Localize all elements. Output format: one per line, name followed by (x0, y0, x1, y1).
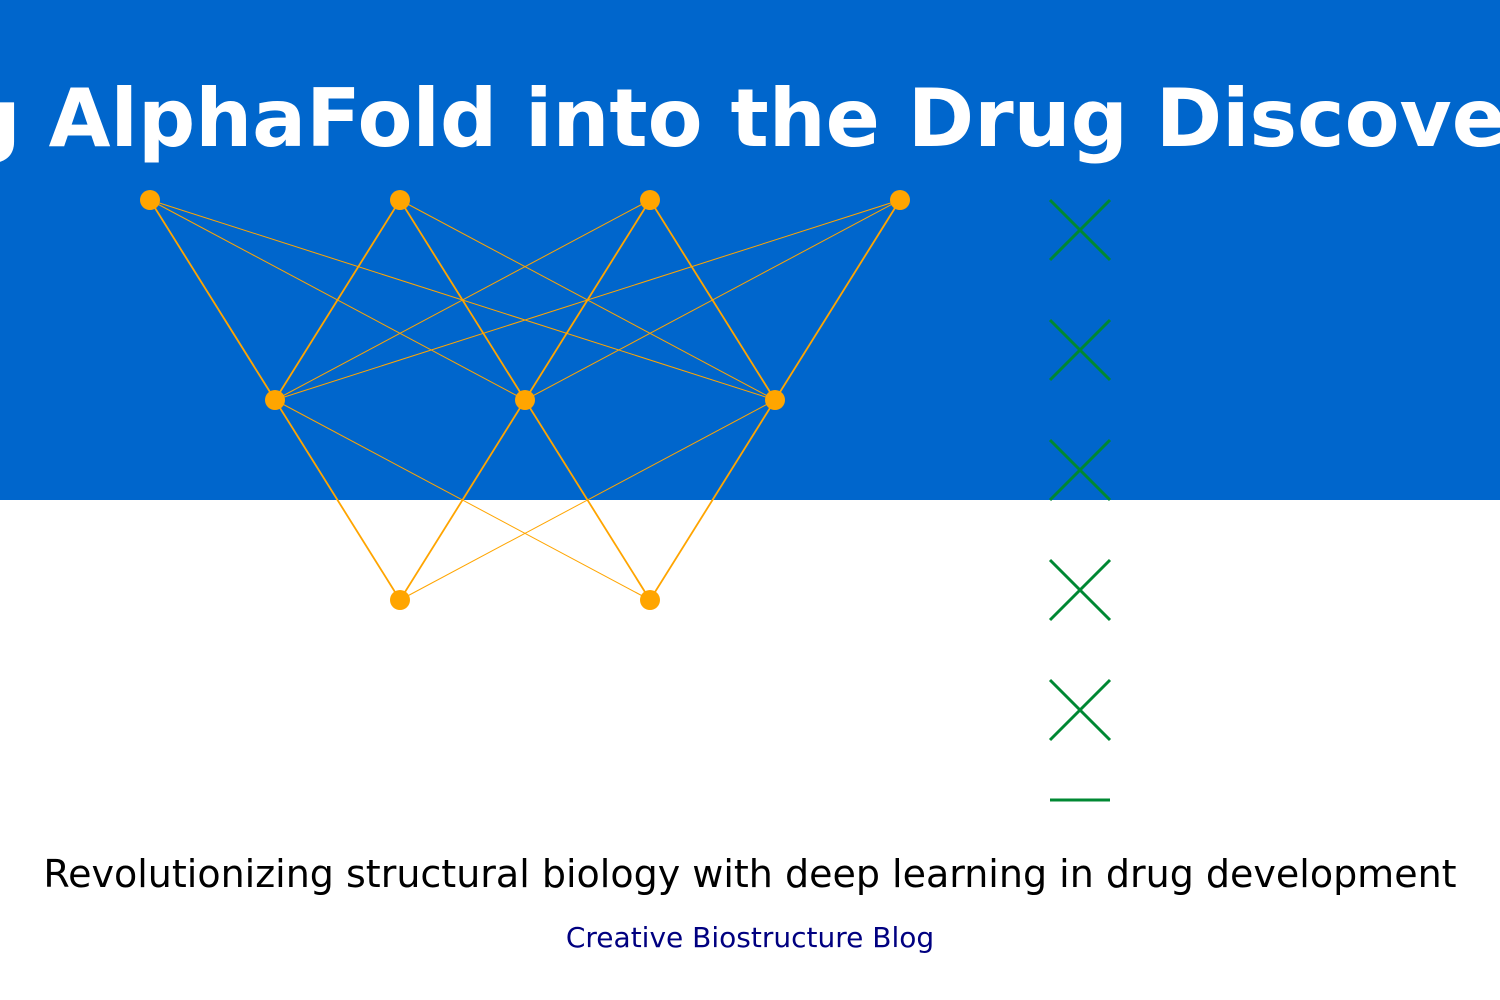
network-node (390, 190, 410, 210)
network-edge (774, 199, 901, 401)
network-node (515, 390, 535, 410)
subtitle: Revolutionizing structural biology with … (43, 852, 1457, 896)
network-node (640, 590, 660, 610)
neural-network-icon (140, 190, 910, 610)
helix-strand (1048, 318, 1112, 382)
network-edge (274, 199, 901, 401)
network-edge (649, 399, 776, 601)
network-edge (274, 199, 401, 401)
helix-strand (1048, 198, 1112, 262)
helix-strand (1048, 438, 1112, 502)
network-edge (274, 199, 651, 401)
network-node (640, 190, 660, 210)
network-node (390, 590, 410, 610)
network-node (765, 390, 785, 410)
page-title: Integrating AlphaFold into the Drug Disc… (0, 74, 1500, 174)
blog-name: Creative Biostructure Blog (565, 921, 935, 954)
network-edge (149, 199, 276, 401)
helix-strand (1048, 678, 1112, 742)
network-node (890, 190, 910, 210)
network-edge (399, 399, 776, 601)
network-node (140, 190, 160, 210)
dna-helix-icon (1048, 198, 1112, 802)
header-banner (0, 0, 1500, 500)
helix-strand (1048, 558, 1112, 622)
title-clip: Integrating AlphaFold into the Drug Disc… (0, 74, 1500, 174)
network-edge (524, 199, 901, 401)
network-edge (399, 399, 526, 601)
network-node (265, 390, 285, 410)
page-title-text: Integrating AlphaFold into the Drug Disc… (0, 72, 1500, 165)
network-edge (274, 399, 401, 601)
